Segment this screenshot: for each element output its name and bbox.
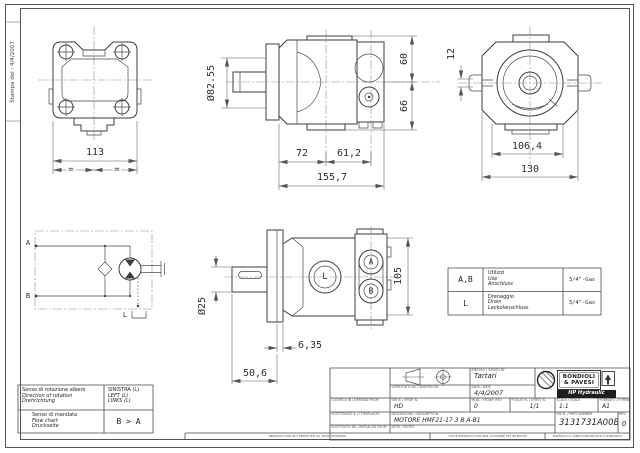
title-block: EMESSO / ISSUED BY Tartari VERIFICATO DA…: [330, 368, 631, 440]
part-number-cell: DIS N. / PART NUMBER 3131731A00B1: [556, 412, 619, 428]
hydr-cell: IDR N. / HYDR N. HD: [391, 398, 419, 410]
company-name-line2: & PAVESI: [563, 380, 595, 386]
date-cell: DATA / DATE 4/4/2007: [471, 385, 504, 397]
dim-rear-slot: 12: [446, 47, 457, 61]
flow-row-label: Senso di mandata Flow chart Druckseite: [32, 412, 78, 430]
copyright-fr: TOUTE REPRODUCTION NON AUTORISEE EST INT…: [448, 434, 527, 438]
front-view-lineart: [38, 26, 152, 174]
rotation-table: Senso di rotazione albero Direction of r…: [18, 385, 153, 433]
copyright-en: REPRODUCTION NOT PERMITTED ALL RIGHT RES…: [268, 434, 347, 438]
dim-face-height: 105: [393, 266, 404, 286]
schematic-port-b-label: B: [25, 292, 31, 300]
ports-table: A,B Utilizzi Use Anschluss 3/4"-Gas L Dr…: [448, 268, 601, 315]
ports-table-row-desc: Drenaggio Drain Leckolanschluss: [488, 293, 529, 311]
notes-cell: NOTE / NOTES: [391, 425, 415, 429]
dim-side-a: 72: [295, 148, 309, 159]
dim-rear-width: 130: [520, 164, 540, 175]
company-logo-tree-icon: [601, 371, 615, 386]
rear-view-lineart: [457, 26, 604, 181]
rotation-row-value: SINISTRA (L) LEFT (L) LINKS (L): [108, 387, 140, 405]
schematic-port-a-label: A: [25, 239, 31, 247]
dim-side-total: 155,7: [316, 172, 348, 183]
company-name-line1: BONDIOLI: [562, 373, 596, 380]
port-face-a-label: A: [368, 257, 374, 267]
dim-front-width: 113: [85, 147, 105, 158]
format-cell: FORMATO / FORMAT A1: [599, 398, 631, 410]
copyright-strip: REPRODUCTION NOT PERMITTED ALL RIGHT RES…: [185, 433, 630, 440]
sheet-cell: FOGLIO N. / SHEET N. 1/1: [511, 398, 546, 410]
verified-cell: VERIFICATO DA / VERIFIED BY: [391, 385, 439, 389]
issued-cell: EMESSO / ISSUED BY Tartari: [471, 368, 505, 380]
codified-cell: CODIFICA IN / DEFINED FROM: [331, 398, 379, 402]
dim-side-top: 60: [399, 52, 410, 66]
dim-side-bottom: 66: [399, 99, 410, 113]
rotation-row-label: Senso di rotazione albero Direction of r…: [22, 387, 86, 405]
dim-rear-span: 106,4: [511, 141, 543, 152]
ports-table-row-port: A,B: [458, 275, 473, 285]
sheet-frame: [5, 4, 634, 448]
dim-shaft-dia: Ø25: [197, 296, 208, 316]
ports-table-row-port: L: [463, 298, 468, 308]
copyright-it: RISERVATA LA RIPRODUZIONE NON AUTORIZZAT…: [552, 434, 623, 438]
ports-table-row-desc: Utilizzi Use Anschluss: [488, 270, 513, 288]
flow-row-value: B > A: [116, 417, 141, 426]
ports-table-row-size: 3/4"-Gas: [568, 300, 596, 307]
bottom-view-lineart: [211, 226, 413, 384]
port-face-drain-label: L: [322, 272, 328, 282]
scale-cell: SCALA / SCALE 1:1: [556, 398, 581, 410]
projection-symbol-icon: [402, 368, 452, 386]
title-block-lines: [184, 367, 631, 441]
print-date-stamp: Stampa del : 4/4/2007: [10, 41, 16, 103]
dim-pilot-diameter: Ø82.55: [206, 64, 217, 102]
rev-cell: REV. 0: [619, 412, 627, 428]
mod-cell: MOD. / MODIF. REV 0: [471, 398, 502, 410]
ports-table-row-size: 3/4"-Gas: [568, 276, 596, 283]
description-cell: DESCRIZIONE / DESCRIPTION MOTORE HMF21-1…: [391, 412, 481, 424]
dim-equal-left: =: [66, 165, 76, 175]
port-face-b-label: B: [368, 286, 374, 296]
replaced-cell: SOSTITUITO DA / REPLACED FROM: [331, 425, 387, 429]
division-banner: HP Hydraulic: [557, 390, 616, 398]
dim-equal-right: =: [112, 165, 122, 175]
hydraulic-schematic-lineart: [34, 230, 165, 319]
dim-side-b: 61,2: [336, 148, 362, 159]
rotation-table-lines: [17, 384, 154, 434]
company-logo-globe-icon: [536, 370, 556, 390]
schematic-drain-label: L: [122, 311, 128, 319]
dim-flange-thk: 6,35: [297, 340, 323, 351]
replaces-cell: SOSTITUISCE IL / IT REPLACES: [331, 412, 380, 416]
dim-shaft-len: 50,6: [242, 368, 268, 379]
company-logo-box: BONDIOLI & PAVESI: [557, 370, 601, 390]
side-view-lineart: [221, 30, 440, 190]
ports-table-lines: [447, 267, 602, 316]
